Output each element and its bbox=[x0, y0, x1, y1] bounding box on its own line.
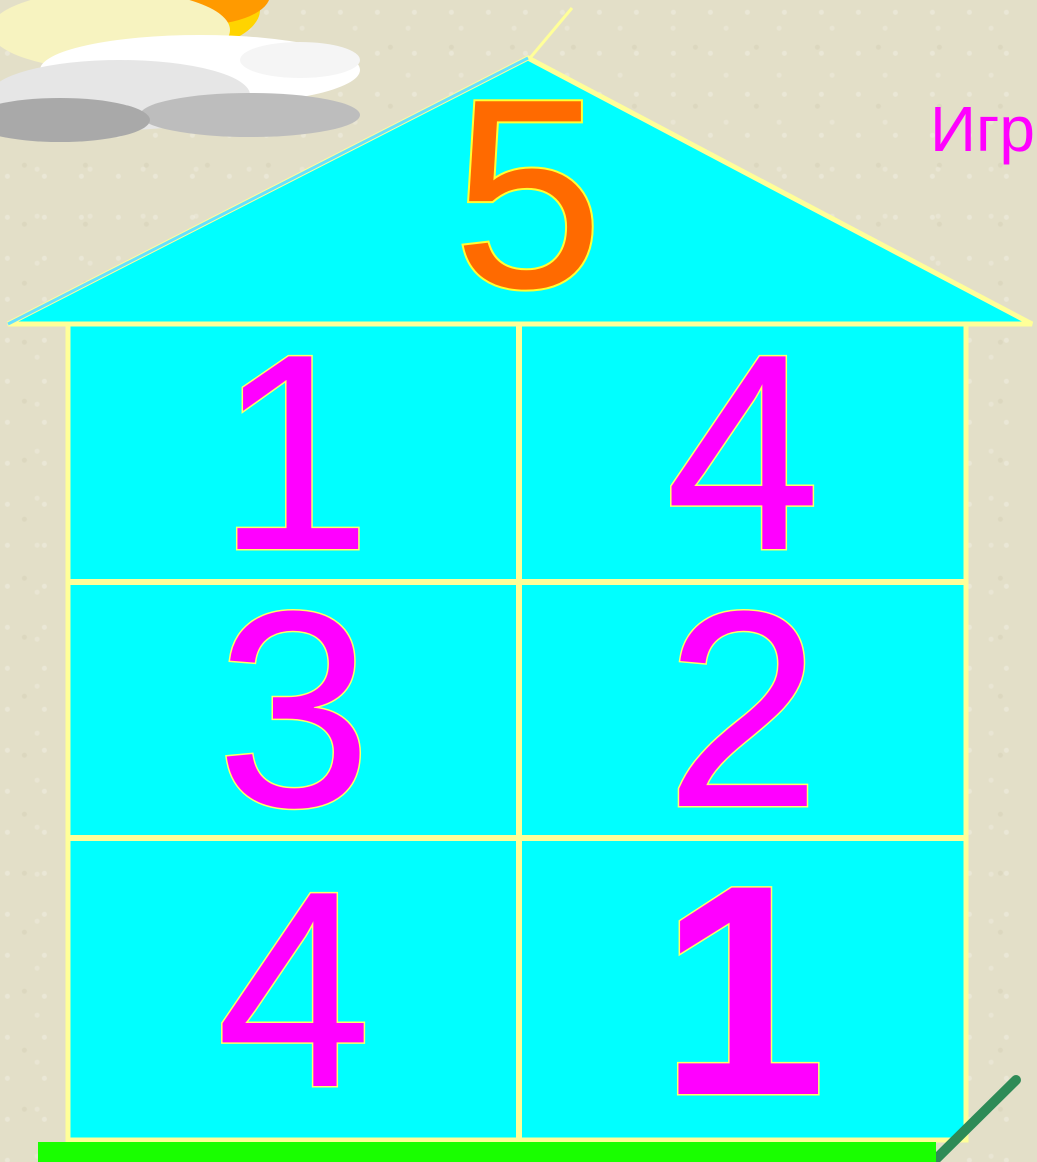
title-text: Игр bbox=[930, 92, 1035, 166]
roof-number: 5 bbox=[438, 70, 618, 320]
sun-cloud-icon bbox=[0, 0, 360, 142]
cell-r3-right[interactable]: 1 bbox=[521, 842, 965, 1138]
cell-r1-right[interactable]: 4 bbox=[521, 326, 965, 580]
cell-r3-left[interactable]: 4 bbox=[70, 842, 518, 1138]
cell-r2-right[interactable]: 2 bbox=[521, 584, 965, 836]
cell-r2-left[interactable]: 3 bbox=[70, 584, 518, 836]
ground-line bbox=[38, 1142, 936, 1162]
cell-r1-left[interactable]: 1 bbox=[70, 326, 518, 580]
